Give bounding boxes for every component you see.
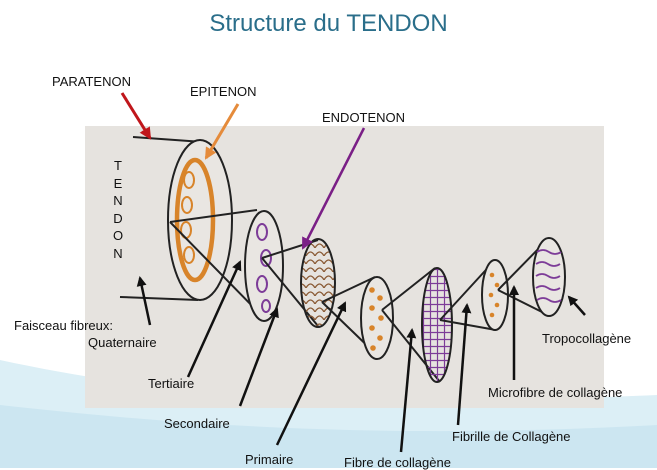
label-tendon-vertical: T E N D O N xyxy=(111,157,125,262)
slide-title: Structure du TENDON xyxy=(0,10,657,38)
tendon-letter: D xyxy=(111,210,125,228)
tendon-letter: T xyxy=(111,157,125,175)
label-faisceau: Faisceau fibreux: xyxy=(14,318,113,333)
tendon-letter: O xyxy=(111,227,125,245)
label-secondaire: Secondaire xyxy=(164,416,230,431)
label-tropocollagene: Tropocollagène xyxy=(542,331,631,346)
label-tertiaire: Tertiaire xyxy=(148,376,194,391)
label-fibrille: Fibrille de Collagène xyxy=(452,429,571,444)
tendon-letter: E xyxy=(111,175,125,193)
label-quaternaire: Quaternaire xyxy=(88,335,157,350)
label-microfibre: Microfibre de collagène xyxy=(488,385,622,400)
tendon-letter: N xyxy=(111,245,125,263)
label-epitenon: EPITENON xyxy=(190,84,256,99)
label-endotenon: ENDOTENON xyxy=(322,110,405,125)
label-paratenon: PARATENON xyxy=(52,74,131,89)
tendon-letter: N xyxy=(111,192,125,210)
label-primaire: Primaire xyxy=(245,452,293,467)
